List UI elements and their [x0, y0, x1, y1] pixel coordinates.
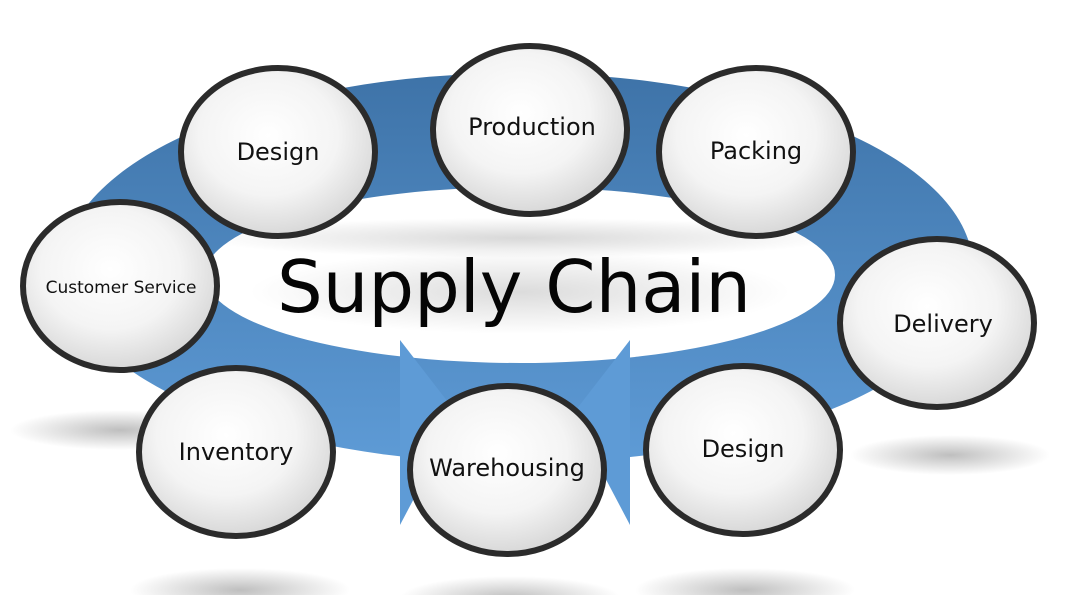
node-label: Customer Service — [46, 278, 197, 298]
node-design-bottom: Design — [643, 363, 843, 537]
node-customer-service: Customer Service — [20, 199, 220, 373]
node-packing: Packing — [656, 65, 856, 239]
ground-shadows — [10, 218, 1050, 595]
node-design-top: Design — [178, 65, 378, 239]
node-label: Warehousing — [429, 454, 585, 482]
node-production: Production — [430, 43, 630, 217]
node-label: Production — [468, 113, 596, 141]
right-arrow-head — [572, 340, 630, 525]
node-label: Packing — [710, 137, 802, 165]
diagram-title: Supply Chain — [277, 245, 751, 329]
node-label: Inventory — [179, 438, 294, 466]
node-inventory: Inventory — [136, 365, 336, 539]
node-delivery: Delivery — [837, 236, 1037, 410]
node-label: Design — [237, 138, 320, 166]
node-label: Design — [702, 435, 785, 463]
node-label: Delivery — [893, 310, 993, 338]
node-warehousing: Warehousing — [407, 383, 607, 557]
